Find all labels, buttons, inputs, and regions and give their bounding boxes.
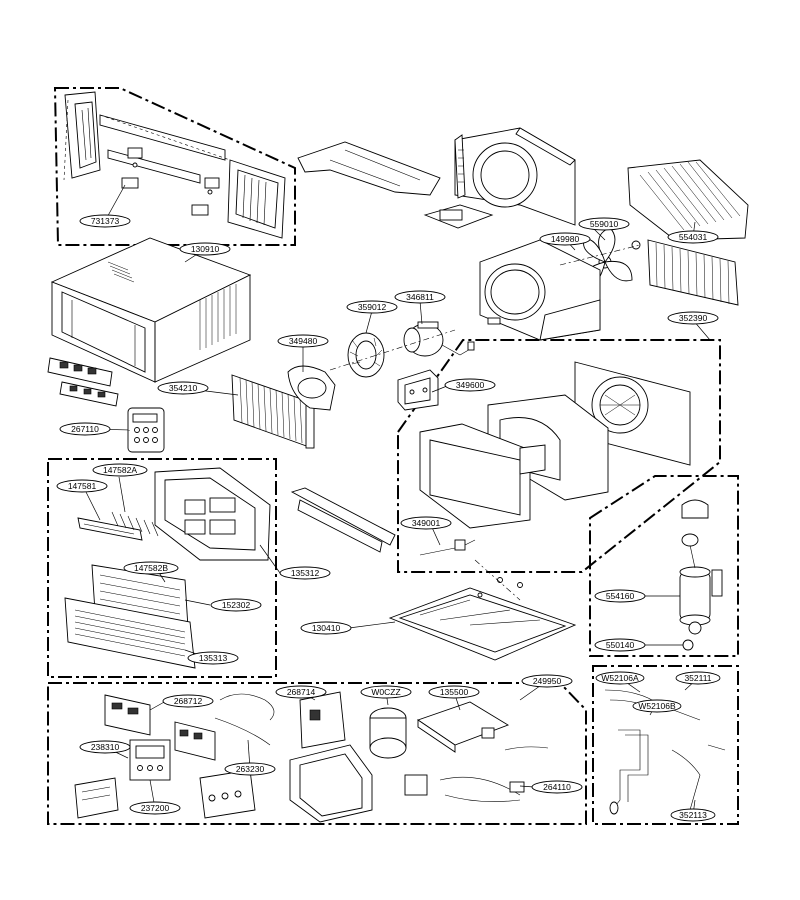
svg-text:263230: 263230 (236, 764, 265, 774)
part-label-W0CZZ: W0CZZ (360, 685, 412, 699)
svg-text:346811: 346811 (406, 292, 434, 302)
svg-text:147581: 147581 (68, 481, 97, 491)
part-label-149980: 149980 (539, 232, 591, 246)
svg-text:352113: 352113 (679, 810, 707, 820)
part-label-554031: 554031 (667, 230, 719, 244)
compressor-drawing (679, 499, 723, 651)
part-label-554160: 554160 (594, 589, 646, 603)
svg-text:237200: 237200 (141, 803, 170, 813)
part-label-130910: 130910 (179, 242, 231, 256)
mounting-brackets-drawing (47, 357, 119, 407)
svg-text:135313: 135313 (199, 653, 228, 663)
fan-housing-drawing (419, 361, 691, 529)
cabinet-drawing (50, 237, 252, 383)
svg-text:238310: 238310 (91, 742, 120, 752)
base-pan-drawing (388, 577, 577, 661)
electrical-parts-drawing (74, 691, 549, 823)
svg-text:554160: 554160 (606, 591, 635, 601)
group-border-fan-housing (397, 339, 721, 573)
thermistor-drawing (419, 539, 476, 556)
svg-text:130410: 130410 (312, 623, 341, 633)
svg-text:147582B: 147582B (134, 563, 168, 573)
centerlines (329, 244, 641, 601)
part-label-352113: 352113 (670, 808, 716, 822)
part-label-731373: 731373 (79, 214, 131, 228)
motor-mount-drawing (397, 369, 439, 411)
svg-text:135312: 135312 (291, 568, 320, 578)
part-label-559010: 559010 (578, 217, 630, 231)
part-label-130410: 130410 (300, 621, 352, 635)
fan-motor-drawing (403, 321, 475, 357)
svg-text:W52106A: W52106A (601, 673, 639, 683)
part-label-346811: 346811 (394, 290, 446, 304)
svg-text:W52106B: W52106B (638, 701, 676, 711)
part-label-267110: 267110 (59, 422, 111, 436)
svg-text:135500: 135500 (440, 687, 469, 697)
part-label-354210: 354210 (157, 381, 209, 395)
part-label-152302: 152302 (210, 598, 262, 612)
part-labels: 731373 130910 354210 267110 349480 35901… (56, 214, 721, 822)
condenser-shroud-drawing (479, 239, 601, 341)
group-border-grille-frame (53, 87, 296, 246)
svg-text:264110: 264110 (543, 782, 571, 792)
part-drawings (47, 91, 749, 823)
part-label-352390: 352390 (667, 311, 719, 325)
svg-text:349600: 349600 (456, 380, 485, 390)
part-label-263230: 263230 (224, 762, 276, 776)
part-label-135312: 135312 (279, 566, 331, 580)
part-label-135313: 135313 (187, 651, 239, 665)
remote-controller-drawing (127, 407, 165, 453)
evaporator-coil-drawing (231, 374, 315, 449)
svg-text:359012: 359012 (358, 302, 387, 312)
part-label-349600: 349600 (444, 378, 496, 392)
part-label-147582B: 147582B (123, 561, 179, 575)
part-label-W52106B: W52106B (632, 699, 682, 713)
part-label-238310: 238310 (79, 740, 131, 754)
part-label-268714: 268714 (275, 685, 327, 699)
part-label-349001: 349001 (400, 516, 452, 530)
part-label-135500: 135500 (428, 685, 480, 699)
part-label-237200: 237200 (129, 801, 181, 815)
svg-text:249950: 249950 (533, 676, 562, 686)
condenser-coil-drawing (627, 159, 749, 306)
svg-text:352390: 352390 (679, 313, 708, 323)
part-label-147582A: 147582A (92, 463, 148, 477)
svg-text:W0CZZ: W0CZZ (371, 687, 400, 697)
part-label-268712: 268712 (162, 694, 214, 708)
svg-text:267110: 267110 (71, 424, 99, 434)
svg-text:268712: 268712 (174, 696, 203, 706)
part-label-264110: 264110 (531, 780, 583, 794)
part-label-W52106A: W52106A (595, 671, 645, 685)
part-label-352111: 352111 (675, 671, 721, 685)
group-border-tubing (592, 665, 739, 825)
barrier-panel-drawing (423, 127, 576, 229)
svg-text:268714: 268714 (287, 687, 316, 697)
part-label-550140: 550140 (594, 638, 646, 652)
svg-text:354210: 354210 (169, 383, 198, 393)
group-borders (47, 87, 739, 825)
group-border-compressor (589, 475, 739, 657)
svg-text:352111: 352111 (684, 673, 711, 683)
group-border-electrical (47, 682, 587, 825)
blower-scroll-drawing (287, 332, 385, 411)
svg-text:130910: 130910 (191, 244, 220, 254)
svg-text:554031: 554031 (679, 232, 708, 242)
part-label-359012: 359012 (346, 300, 398, 314)
part-label-349480: 349480 (277, 334, 329, 348)
svg-text:559010: 559010 (590, 219, 619, 229)
svg-text:550140: 550140 (606, 640, 635, 650)
svg-text:147582A: 147582A (103, 465, 137, 475)
svg-text:149980: 149980 (551, 234, 580, 244)
svg-text:731373: 731373 (91, 216, 120, 226)
part-label-249950: 249950 (521, 674, 573, 688)
side-curtain-assembly-drawing (63, 91, 286, 239)
front-panel-drawing (64, 467, 271, 669)
svg-text:152302: 152302 (222, 600, 251, 610)
guide-rail-drawing (290, 487, 396, 553)
air-guide-drawing (297, 141, 441, 196)
svg-text:349001: 349001 (412, 518, 441, 528)
svg-text:349480: 349480 (289, 336, 318, 346)
part-label-147581: 147581 (56, 479, 108, 493)
